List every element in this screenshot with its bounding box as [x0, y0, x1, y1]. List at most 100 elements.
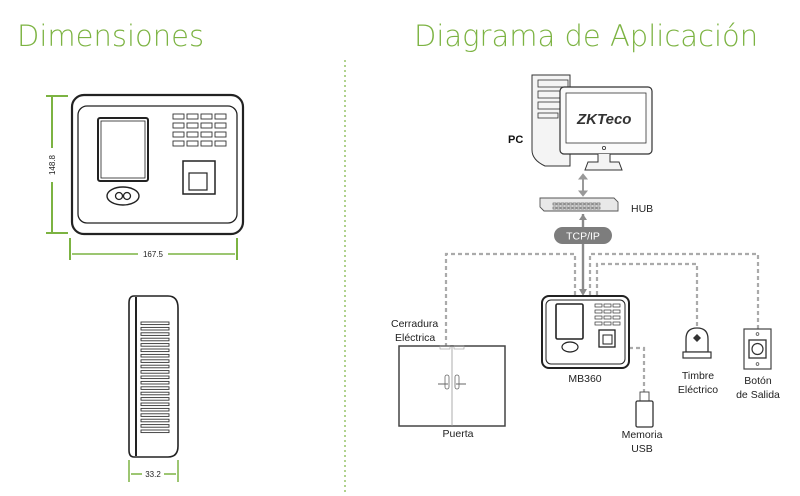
keypad-key: [214, 131, 227, 138]
vent-slot: [140, 380, 170, 385]
vent-slot: [140, 413, 170, 417]
vent-slot: [140, 326, 170, 331]
lock-connection: [444, 252, 577, 348]
hub-port: [556, 202, 561, 206]
bell-label-line2: Eléctrico: [678, 384, 718, 396]
keypad-key: [603, 303, 612, 308]
keypad-key: [612, 321, 621, 326]
keypad-key: [594, 303, 603, 308]
hub-port: [572, 202, 577, 206]
keypad-key: [612, 309, 621, 314]
camera-icon: [106, 186, 140, 206]
hub-port: [564, 206, 569, 210]
width-dimension: [69, 238, 238, 260]
hub-port: [568, 202, 573, 206]
vent-slot: [140, 375, 170, 380]
exit-label-line2: de Salida: [736, 389, 780, 401]
electric-bell-icon: [682, 327, 712, 359]
hub-port: [576, 202, 581, 206]
keypad-key: [200, 131, 213, 138]
keypad-icon: [172, 113, 227, 147]
hub-port: [592, 206, 597, 210]
hub-port: [572, 206, 577, 210]
front-view-device: [70, 93, 245, 236]
keypad-key: [172, 131, 185, 138]
keypad-key: [200, 122, 213, 129]
hub-port: [576, 206, 581, 210]
keypad-key: [172, 113, 185, 120]
hub-port: [584, 202, 589, 206]
hub-port: [596, 206, 601, 210]
hub-port: [568, 206, 573, 210]
keypad-key: [186, 131, 199, 138]
door-label: Puerta: [443, 428, 474, 440]
hub-port: [552, 206, 557, 210]
diagram-title: Diagrama de Aplicación: [414, 19, 758, 53]
mb360-label: MB360: [568, 373, 601, 385]
keypad-key: [200, 140, 213, 147]
double-arrow-icon: [577, 173, 589, 197]
bell-connection: [595, 262, 699, 327]
usb-connection: [629, 346, 646, 393]
depth-dimension: [128, 460, 179, 482]
pc-label: PC: [508, 134, 523, 146]
hub-label: HUB: [631, 203, 653, 215]
keypad-key: [594, 309, 603, 314]
lock-label-line1: Cerradura: [391, 318, 438, 330]
hub-port: [552, 202, 557, 206]
vent-slot: [140, 364, 170, 369]
exit-button-connection: [588, 252, 760, 330]
vent-slot: [140, 348, 170, 353]
hub-port: [588, 202, 593, 206]
hub-port: [580, 202, 585, 206]
vent-slot: [140, 391, 170, 396]
vent-slot: [140, 332, 170, 336]
bell-label-line1: Timbre: [682, 370, 714, 382]
vent-slot: [140, 337, 170, 342]
keypad-key: [594, 321, 603, 326]
vent-slot: [140, 418, 170, 423]
keypad-key: [603, 309, 612, 314]
vent-slot: [140, 407, 170, 412]
exit-button-icon[interactable]: [743, 328, 772, 370]
keypad-key: [603, 321, 612, 326]
hub-port: [564, 202, 569, 206]
hub-port: [592, 202, 597, 206]
vent-slot: [140, 386, 170, 390]
exit-label-line1: Botón: [744, 375, 772, 387]
keypad-key: [172, 122, 185, 129]
vent-slot: [140, 359, 170, 363]
height-dimension: [46, 95, 68, 234]
vent-slot: [140, 402, 170, 407]
mb360-device-icon: [541, 295, 630, 369]
hub-icon: [539, 197, 619, 212]
keypad-key: [186, 140, 199, 147]
keypad-key: [172, 140, 185, 147]
keypad-key: [200, 113, 213, 120]
keypad-key: [186, 113, 199, 120]
side-view-device: [128, 295, 179, 458]
vent-slot: [140, 321, 170, 326]
monitor-logo: ZKTeco: [576, 111, 631, 128]
tcpip-badge: [554, 227, 612, 244]
door-icon: [398, 345, 506, 427]
hub-port: [584, 206, 589, 210]
hub-port: [560, 206, 565, 210]
usb-label-line1: Memoria: [622, 429, 663, 441]
hub-port: [560, 202, 565, 206]
hub-port: [596, 202, 601, 206]
hub-port: [588, 206, 593, 210]
usb-drive-icon: [635, 391, 654, 428]
vent-slot: [140, 429, 170, 434]
keypad-key: [214, 113, 227, 120]
keypad-key: [603, 315, 612, 320]
hub-port: [580, 206, 585, 210]
tcpip-label: TCP/IP: [566, 231, 600, 243]
depth-label: 33.2: [145, 470, 161, 479]
hub-port: [556, 206, 561, 210]
keypad-key: [612, 315, 621, 320]
vent-slot: [140, 353, 170, 358]
vent-slot: [140, 343, 170, 347]
dimensions-title: Dimensiones: [17, 19, 204, 53]
width-label: 167.5: [143, 250, 164, 259]
